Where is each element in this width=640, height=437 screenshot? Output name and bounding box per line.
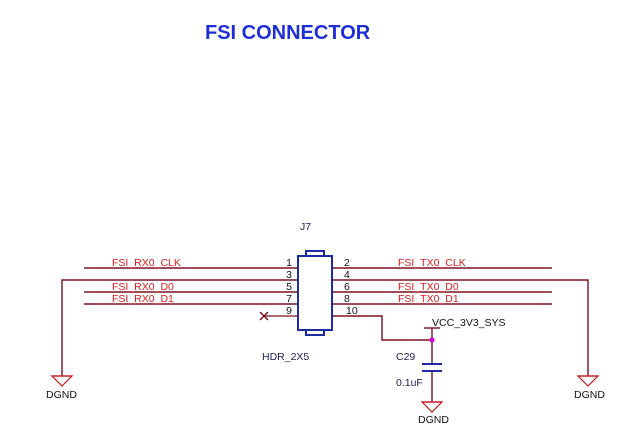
connector-key-bottom <box>305 329 325 336</box>
connector-part-name: HDR_2X5 <box>262 351 309 363</box>
capacitor-refdes: C29 <box>396 351 415 363</box>
connector-body <box>297 255 333 331</box>
junction-dot <box>429 337 435 343</box>
pin-number: 9 <box>286 305 292 317</box>
pin-number: 2 <box>344 257 350 269</box>
ground-label-right: DGND <box>574 389 605 401</box>
nc-marker-2 <box>259 311 269 321</box>
ground-label-cap: DGND <box>418 414 449 426</box>
pin-number: 8 <box>344 293 350 305</box>
net-label-rx-d1: FSI_RX0_D1 <box>112 293 174 305</box>
wire-pin4-gnd <box>332 279 589 376</box>
net-label-tx-d0: FSI_TX0_D0 <box>398 281 459 293</box>
ground-label-left: DGND <box>46 389 77 401</box>
pin-number: 7 <box>286 293 292 305</box>
wire-pin10-vcc <box>332 315 432 341</box>
net-label-tx-d1: FSI_TX0_D1 <box>398 293 459 305</box>
ground-icon <box>576 375 600 387</box>
connector-key-top <box>305 250 325 257</box>
pin-number: 10 <box>346 305 358 317</box>
pin-number: 4 <box>344 269 350 281</box>
net-label-rx-d0: FSI_RX0_D0 <box>112 281 174 293</box>
connector-refdes: J7 <box>300 221 311 233</box>
ground-icon <box>420 401 444 413</box>
wire-pin3-gnd <box>61 279 298 376</box>
page-title: FSI CONNECTOR <box>205 22 371 44</box>
pin-number: 5 <box>286 281 292 293</box>
net-label-rx-clk: FSI_RX0_CLK <box>112 257 181 269</box>
pin-number: 1 <box>286 257 292 269</box>
net-label-tx-clk: FSI_TX0_CLK <box>398 257 466 269</box>
ground-icon <box>50 375 74 387</box>
vcc-label: VCC_3V3_SYS <box>432 317 506 329</box>
pin-number: 6 <box>344 281 350 293</box>
pin-number: 3 <box>286 269 292 281</box>
capacitor-value: 0.1uF <box>396 377 423 389</box>
